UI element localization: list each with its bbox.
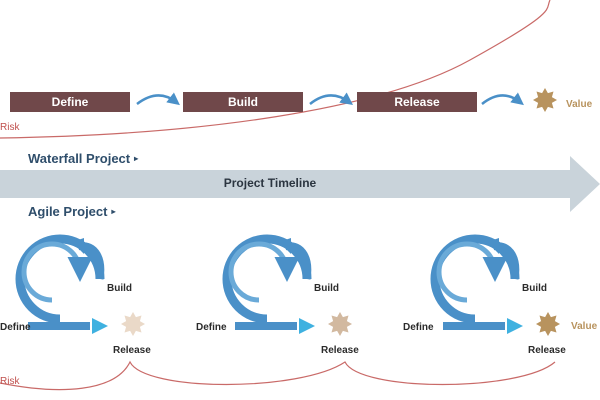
agile-build-label: Build [314,283,339,294]
flow-arrow-icon [136,92,180,106]
agile-risk-curve [0,360,556,391]
waterfall-phase-release: Release [357,92,477,112]
agile-cycle-2 [222,234,352,336]
waterfall-value-label: Value [566,99,593,110]
agile-release-label: Release [113,345,151,356]
waterfall-phase-build: Build [183,92,303,112]
agile-release-label: Release [321,345,359,356]
agile-cycle-1 [15,234,145,336]
waterfall-section-title: Waterfall Project▸ [28,151,138,166]
agile-section-title: Agile Project▸ [28,204,115,219]
value-star-icon [328,312,352,336]
waterfall-title-text: Waterfall Project [28,151,131,166]
agile-risk-label: Risk [0,376,20,387]
agile-build-label: Build [107,283,132,294]
agile-title-text: Agile Project [28,204,108,219]
agile-cycle-3 [430,234,560,336]
timeline-arrow [0,156,600,212]
agile-define-label: Define [0,322,31,333]
waterfall-risk-label: Risk [0,122,20,133]
triangle-right-icon: ▸ [111,207,116,216]
agile-build-label: Build [522,283,547,294]
flow-arrow-icon [309,92,354,105]
agile-release-label: Release [528,345,566,356]
waterfall-phase-define: Define [10,92,130,112]
timeline-label: Project Timeline [223,176,317,190]
agile-define-label: Define [196,322,227,333]
value-star-icon [536,312,560,336]
waterfall-risk-curve [0,0,551,139]
flow-arrow-icon [481,92,524,106]
value-star-icon [121,312,145,336]
triangle-right-icon: ▸ [134,154,139,163]
value-star-icon [533,88,557,112]
agile-define-label: Define [403,322,434,333]
agile-value-label: Value [571,321,598,332]
